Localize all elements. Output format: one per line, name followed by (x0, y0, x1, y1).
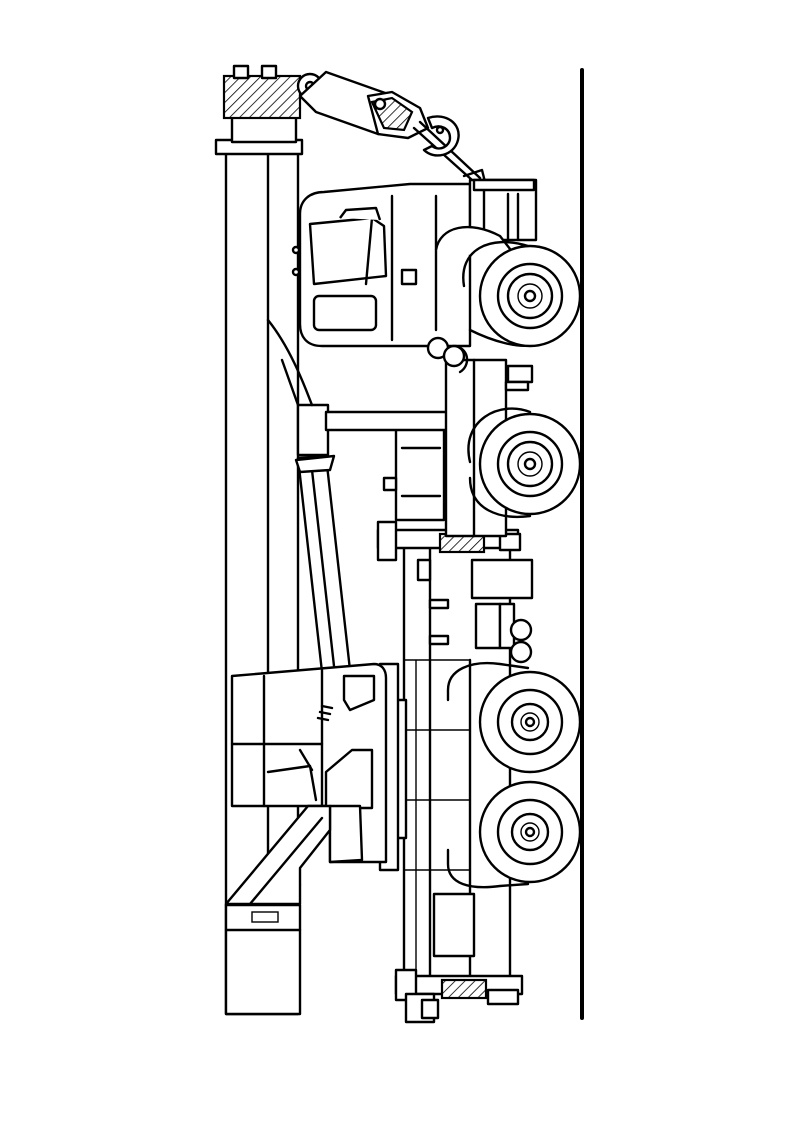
wheel-axle-2 (467, 407, 582, 518)
luffing-cylinder (266, 318, 352, 674)
driver-cab (298, 178, 538, 374)
operator-cab (224, 662, 408, 906)
wheel-axle-1 (462, 240, 582, 348)
crane-boom (214, 64, 330, 1016)
wheel-axle-4 (446, 780, 582, 889)
jib-arm (296, 70, 488, 188)
wheel-axle-3 (446, 661, 582, 774)
